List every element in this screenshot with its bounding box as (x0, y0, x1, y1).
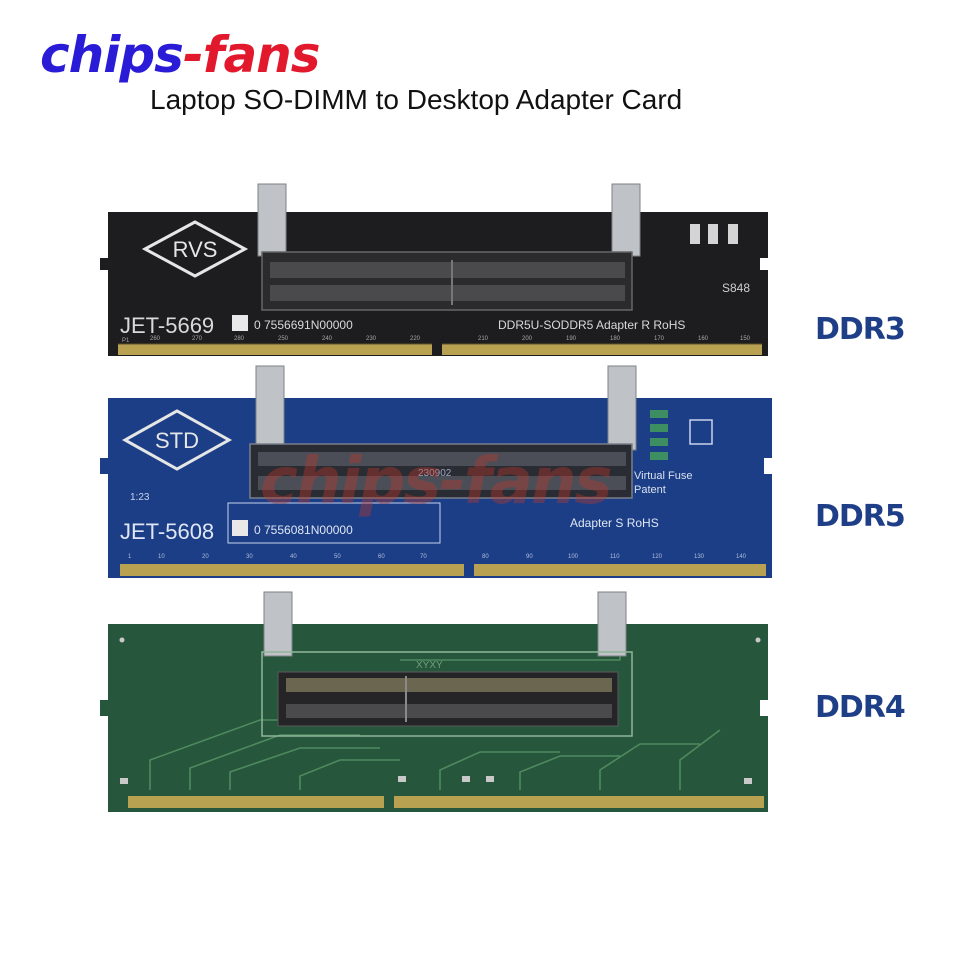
model-number: JET-5608 (120, 519, 214, 544)
pin-label: 110 (610, 554, 620, 560)
pin-label: P1 (122, 338, 130, 344)
label-box (232, 315, 248, 331)
std-badge (121, 409, 233, 471)
watermark: chips-fans (260, 445, 613, 519)
pin-label: 30 (246, 554, 253, 560)
left-latch (257, 183, 287, 257)
sodimm-slot (249, 443, 633, 499)
pin-label: 40 (290, 554, 297, 560)
pin-label: 120 (652, 554, 663, 560)
pin-label: 150 (740, 336, 751, 342)
ddr3-label: DDR3 (815, 312, 906, 347)
pcb-board (100, 624, 768, 812)
gold-fingers-left (128, 796, 384, 808)
sodimm-slot (277, 671, 619, 727)
gold-fingers-right (474, 564, 766, 576)
label-box (232, 520, 248, 536)
board-code: S848 (722, 281, 750, 295)
silk-text: XYXY (416, 660, 443, 671)
rvs-badge-text: RVS (173, 237, 218, 262)
pin-label: 90 (526, 554, 533, 560)
gold-fingers-right (442, 344, 762, 355)
gold-fingers-left (120, 564, 464, 576)
pin-label: 60 (378, 554, 385, 560)
brand-logo-part2: -fans (182, 26, 321, 84)
right-latch (611, 183, 641, 257)
pin-label: 10 (158, 554, 165, 560)
pin-label: 160 (698, 336, 709, 342)
model-number: JET-5669 (120, 313, 214, 338)
chip-code: 230902 (418, 468, 452, 479)
pin-label: 50 (334, 554, 341, 560)
left-latch (255, 365, 285, 451)
patent-text: Patent (634, 484, 666, 496)
brand-logo: chips-fans (40, 30, 321, 80)
right-latch (597, 591, 627, 657)
pin-label: 270 (192, 336, 203, 342)
pin-label: 170 (654, 336, 665, 342)
gold-fingers-left (118, 344, 432, 355)
pin-label: 180 (610, 336, 621, 342)
adapter-text: Adapter S RoHS (570, 516, 659, 530)
brand-logo-part1: chips (40, 26, 184, 84)
std-badge-text: STD (155, 428, 199, 453)
pcb-board (100, 212, 768, 356)
pin-label: 220 (410, 336, 421, 342)
pin-label: 70 (420, 554, 427, 560)
ddr4-label: DDR4 (815, 690, 906, 725)
pin-label: 1 (128, 554, 132, 560)
pcb-board (100, 398, 772, 578)
pin-label: 140 (736, 554, 747, 560)
rvs-badge (141, 220, 249, 278)
pin-label: 280 (234, 336, 245, 342)
product-subtitle: Laptop SO-DIMM to Desktop Adapter Card (150, 84, 683, 115)
board-index: 1:23 (130, 492, 150, 503)
fuse-text: Virtual Fuse (634, 470, 693, 482)
pin-label: 210 (478, 336, 489, 342)
pin-label: 80 (482, 554, 489, 560)
pin-label: 230 (366, 336, 377, 342)
pin-label: 240 (322, 336, 333, 342)
pin-label: 200 (522, 336, 533, 342)
left-latch (263, 591, 293, 657)
serial-number: 0 7556081N00000 (254, 523, 353, 537)
pin-label: 260 (150, 336, 161, 342)
pin-label: 190 (566, 336, 577, 342)
serial-number: 0 7556691N00000 (254, 318, 353, 332)
pin-label: 100 (568, 554, 579, 560)
right-latch (607, 365, 637, 451)
gold-fingers-right (394, 796, 764, 808)
adapter-text: DDR5U-SODDR5 Adapter R RoHS (498, 318, 685, 332)
pin-label: 250 (278, 336, 289, 342)
label-frame (227, 502, 441, 544)
pin-label: 20 (202, 554, 209, 560)
sodimm-slot (261, 251, 633, 311)
ddr5-label: DDR5 (815, 499, 906, 534)
slot-outline (261, 651, 633, 737)
pin-label: 130 (694, 554, 705, 560)
